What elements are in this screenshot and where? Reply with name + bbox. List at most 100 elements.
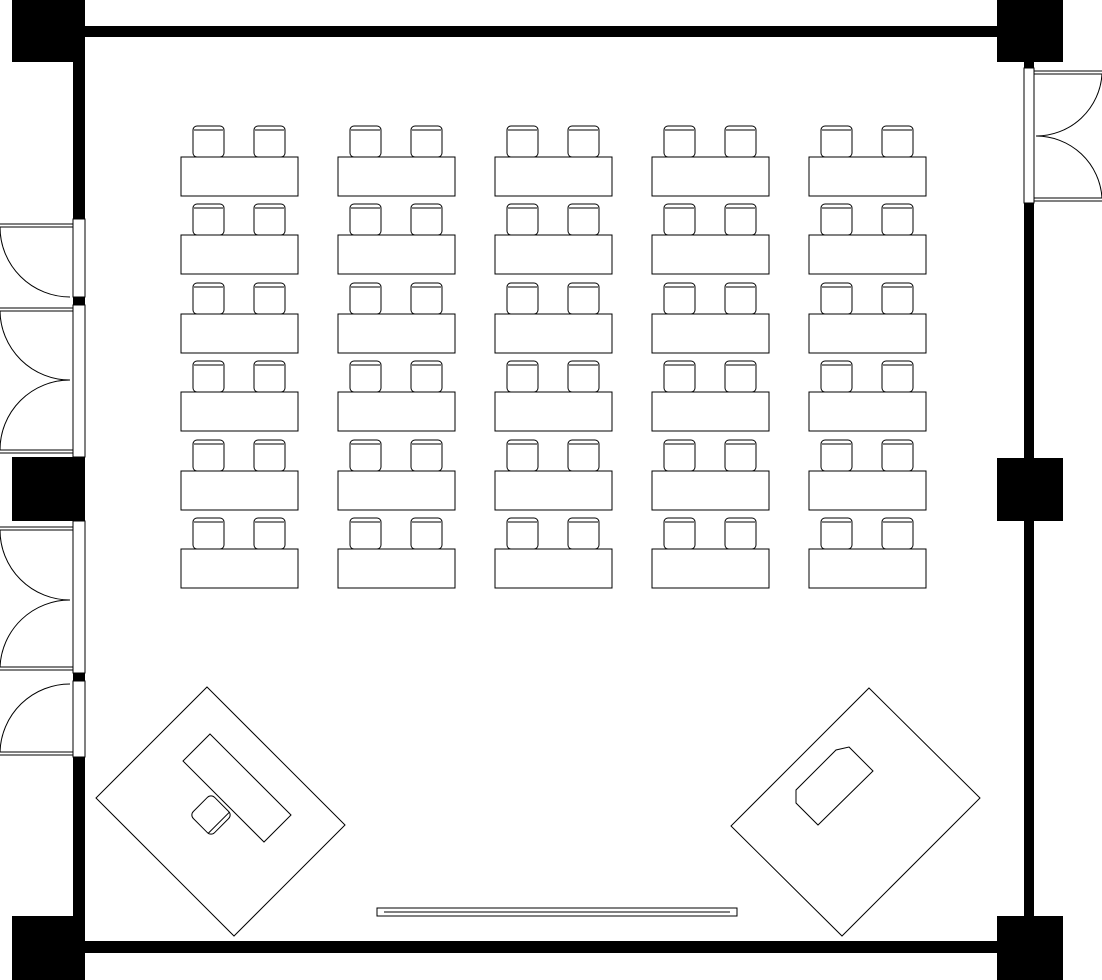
student-desk xyxy=(180,548,299,589)
chair xyxy=(410,203,443,236)
whiteboard xyxy=(376,907,738,917)
chair xyxy=(567,282,600,315)
chair xyxy=(881,360,914,393)
chair xyxy=(410,439,443,472)
student-desk xyxy=(494,234,613,275)
chair xyxy=(820,125,853,158)
chair xyxy=(253,517,286,550)
teacher-station xyxy=(95,686,346,937)
chair xyxy=(253,125,286,158)
student-desk xyxy=(180,470,299,511)
chair xyxy=(820,439,853,472)
desk-unit xyxy=(180,439,299,511)
student-desk xyxy=(651,313,770,354)
desk-unit xyxy=(494,125,613,197)
desk-unit xyxy=(808,203,927,275)
chair xyxy=(881,203,914,236)
desk-unit xyxy=(808,360,927,432)
student-desk xyxy=(494,391,613,432)
chair xyxy=(349,125,382,158)
student-desk xyxy=(808,391,927,432)
door-left-4 xyxy=(0,680,86,758)
student-desk xyxy=(808,234,927,275)
doors xyxy=(0,67,1102,758)
walls xyxy=(12,0,1063,980)
chair xyxy=(192,439,225,472)
chair xyxy=(192,203,225,236)
student-desk xyxy=(651,234,770,275)
student-desk xyxy=(494,313,613,354)
chair xyxy=(253,439,286,472)
student-desk xyxy=(651,156,770,197)
chair xyxy=(349,282,382,315)
chair xyxy=(663,125,696,158)
corner-pillar-bottom-right xyxy=(997,916,1063,980)
wall-left-segment xyxy=(73,673,85,681)
chair xyxy=(349,360,382,393)
teacher-desk xyxy=(182,733,292,843)
desk-unit xyxy=(337,517,456,589)
desk-unit xyxy=(651,125,770,197)
chair xyxy=(506,517,539,550)
chair xyxy=(506,439,539,472)
student-desk xyxy=(494,156,613,197)
corner-pillar-top-left xyxy=(12,0,85,62)
chair xyxy=(192,360,225,393)
chair xyxy=(410,125,443,158)
chair xyxy=(253,203,286,236)
student-desk xyxy=(808,156,927,197)
student-desk xyxy=(337,470,456,511)
desk-unit xyxy=(651,439,770,511)
desk-unit xyxy=(808,517,927,589)
chair xyxy=(881,439,914,472)
chair xyxy=(724,125,757,158)
chair xyxy=(724,439,757,472)
chair xyxy=(253,282,286,315)
chair xyxy=(724,282,757,315)
chair xyxy=(881,517,914,550)
student-desk xyxy=(494,470,613,511)
desk-unit xyxy=(808,125,927,197)
desk-unit xyxy=(494,282,613,354)
chair xyxy=(567,517,600,550)
desk-unit xyxy=(337,439,456,511)
corner-pillar-top-right xyxy=(997,0,1063,62)
chair xyxy=(663,203,696,236)
desk-unit xyxy=(494,439,613,511)
chair xyxy=(663,439,696,472)
chair xyxy=(506,282,539,315)
desk-unit xyxy=(651,282,770,354)
desk-unit xyxy=(494,360,613,432)
lectern xyxy=(795,746,874,826)
desk-unit xyxy=(337,282,456,354)
desk-unit xyxy=(337,203,456,275)
teacher-chair xyxy=(191,795,231,835)
wall-right-segment xyxy=(1024,203,1034,458)
chair xyxy=(567,125,600,158)
desk-unit xyxy=(651,360,770,432)
teacher-area-rug xyxy=(95,686,346,937)
chair xyxy=(410,517,443,550)
door-left-1 xyxy=(0,218,86,298)
chair xyxy=(349,517,382,550)
chair xyxy=(192,517,225,550)
student-desk xyxy=(808,313,927,354)
student-desk xyxy=(808,548,927,589)
chair xyxy=(567,203,600,236)
chair xyxy=(663,517,696,550)
wall-top xyxy=(85,26,997,37)
student-desk xyxy=(494,548,613,589)
desk-unit xyxy=(180,203,299,275)
chair xyxy=(724,203,757,236)
wall-left-segment xyxy=(73,757,85,916)
student-desk-grid xyxy=(180,125,927,589)
desk-unit xyxy=(337,125,456,197)
desk-unit xyxy=(180,125,299,197)
chair xyxy=(410,360,443,393)
student-desk xyxy=(180,234,299,275)
student-desk xyxy=(337,234,456,275)
chair xyxy=(567,360,600,393)
chair xyxy=(349,439,382,472)
desk-unit xyxy=(808,282,927,354)
